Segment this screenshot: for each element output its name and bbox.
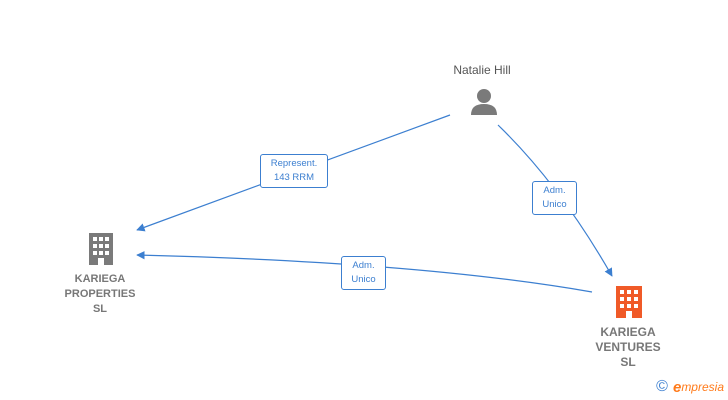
- edge-label-adm-right[interactable]: Adm. Unico: [532, 181, 577, 215]
- building-icon[interactable]: [89, 233, 113, 265]
- company-name-line: SL: [620, 355, 636, 369]
- company-name-kariega-properties[interactable]: KARIEGA PROPERTIES SL: [50, 272, 150, 317]
- edge-adm-left: [136, 250, 593, 293]
- edge-label-line: Unico: [542, 199, 567, 210]
- company-name-line: KARIEGA: [600, 325, 656, 339]
- company-name-line: SL: [92, 303, 108, 315]
- person-icon[interactable]: [471, 89, 497, 115]
- person-name[interactable]: Natalie Hill: [453, 63, 511, 77]
- footer-brand: © e mpresia: [656, 378, 724, 396]
- copyright-icon: ©: [656, 378, 668, 395]
- company-name-line: KARIEGA: [74, 273, 126, 285]
- brand-name: mpresia: [681, 380, 724, 394]
- edge-label-adm-left[interactable]: Adm. Unico: [341, 256, 386, 290]
- company-name-kariega-ventures[interactable]: KARIEGA VENTURES SL: [578, 325, 678, 370]
- edge-label-line: 143 RRM: [273, 172, 315, 183]
- edge-label-represent[interactable]: Represent. 143 RRM: [260, 154, 328, 188]
- edge-label-line: Adm.: [543, 185, 566, 196]
- brand-initial: e: [672, 378, 682, 396]
- building-icon-highlighted[interactable]: [616, 286, 642, 318]
- edge-label-line: Adm.: [352, 260, 375, 271]
- company-name-line: VENTURES: [595, 340, 661, 354]
- company-name-line: PROPERTIES: [64, 288, 136, 300]
- edge-label-line: Unico: [351, 274, 376, 285]
- edge-label-line: Represent.: [270, 158, 318, 169]
